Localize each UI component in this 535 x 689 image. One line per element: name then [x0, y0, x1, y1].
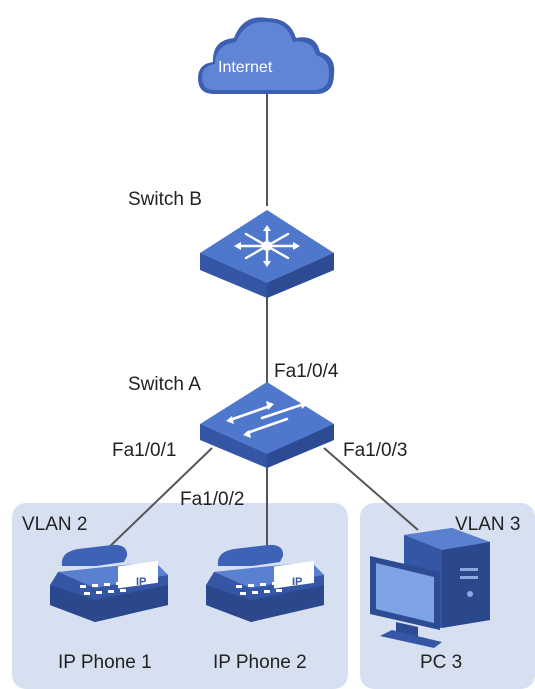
switch-b-label: Switch B	[128, 189, 202, 210]
phone1-badge: IP	[136, 576, 146, 588]
ip-phone-1-icon: IP	[50, 544, 168, 622]
port-fa1-0-2-label: Fa1/0/2	[180, 489, 245, 510]
internet-label: Internet	[218, 59, 273, 76]
switch-a-label: Switch A	[128, 374, 201, 395]
port-fa1-0-1-label: Fa1/0/1	[112, 440, 177, 461]
port-fa1-0-4-label: Fa1/0/4	[274, 361, 339, 382]
link-fa1-0-3	[323, 447, 419, 531]
port-fa1-0-3-label: Fa1/0/3	[343, 440, 408, 461]
pc-3-label: PC 3	[420, 652, 463, 673]
cloud-icon	[198, 17, 335, 94]
ip-phone-2-label: IP Phone 2	[213, 652, 307, 673]
ip-phone-2-icon: IP	[206, 544, 324, 622]
switch-b-icon	[200, 210, 334, 298]
switch-a-icon	[200, 382, 334, 468]
vlan2-label: VLAN 2	[22, 514, 88, 535]
link-fa1-0-1	[102, 447, 213, 554]
vlan3-label: VLAN 3	[455, 514, 521, 535]
ip-phone-1-label: IP Phone 1	[58, 652, 152, 673]
pc-icon	[370, 528, 490, 648]
phone2-badge: IP	[292, 576, 302, 588]
